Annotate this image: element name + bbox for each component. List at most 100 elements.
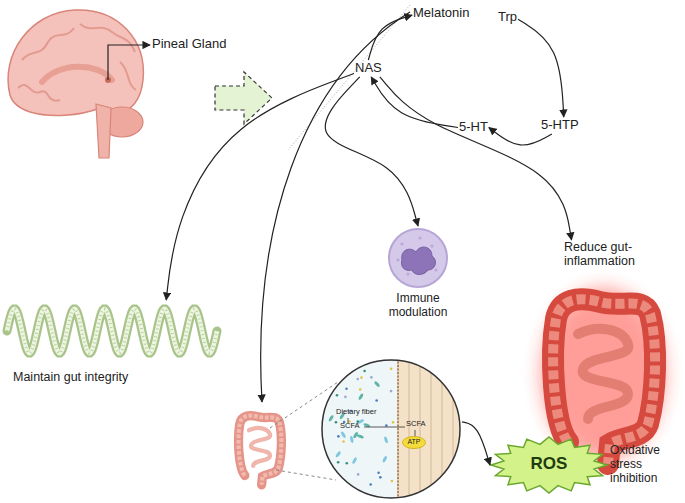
metabolite-dot bbox=[392, 421, 395, 424]
brainstem bbox=[96, 104, 111, 158]
bacterium bbox=[353, 431, 359, 439]
metabolite-dot bbox=[363, 370, 366, 373]
pathway-arrow bbox=[489, 127, 552, 145]
metabolite-dot bbox=[337, 461, 340, 464]
cell-membrane bbox=[389, 229, 447, 287]
metabolite-dot bbox=[385, 424, 388, 427]
metabolite-label: 5-HT bbox=[458, 119, 489, 136]
ros-burst-text: Oxidative stress inhibition bbox=[610, 444, 676, 485]
transport-line bbox=[415, 430, 416, 436]
structure-label: Pineal Gland bbox=[152, 37, 226, 52]
block-arrow bbox=[215, 72, 272, 124]
melatonin-arrow bbox=[261, 12, 410, 402]
bacterium bbox=[384, 436, 389, 444]
epithelial-cell-border bbox=[430, 358, 431, 500]
brain-gyrus bbox=[120, 62, 136, 90]
metabolite-dot bbox=[335, 421, 338, 424]
metabolite-dot bbox=[344, 396, 347, 399]
bacterium bbox=[350, 436, 354, 443]
cell-granule bbox=[400, 242, 403, 245]
epithelial-cell-border bbox=[452, 358, 453, 500]
epithelial-cell-border bbox=[397, 358, 398, 500]
scfa-inset-text: Dietary fiber bbox=[336, 408, 388, 417]
bacterium bbox=[328, 481, 335, 485]
epithelial-cell-border bbox=[408, 358, 409, 500]
cell-granule bbox=[396, 258, 399, 261]
pathway-arrow bbox=[325, 77, 418, 226]
metabolite-dot bbox=[391, 480, 394, 483]
bacterium bbox=[335, 451, 342, 458]
metabolite-label: Trp bbox=[497, 9, 518, 26]
cell-granule bbox=[434, 268, 437, 271]
small-intestine bbox=[249, 428, 270, 466]
brain-gyrus bbox=[22, 28, 74, 60]
metabolite-dot bbox=[377, 471, 380, 474]
immune-cell: Immune modulation bbox=[378, 226, 458, 326]
zoom-line bbox=[276, 470, 336, 480]
metabolite-dot bbox=[345, 387, 348, 390]
metabolite-dot bbox=[379, 476, 382, 479]
bacterium bbox=[330, 478, 337, 485]
villi-outline bbox=[7, 309, 217, 353]
metabolite-dot bbox=[359, 388, 362, 391]
metabolite-dot bbox=[370, 376, 373, 379]
inflamed-colon-shape bbox=[528, 240, 673, 468]
cell-nucleus bbox=[401, 247, 435, 274]
scfa-inset-text: SCFA bbox=[406, 420, 436, 429]
epithelial-cell-border bbox=[419, 358, 420, 500]
brain-gyrus bbox=[18, 85, 60, 101]
metabolite-dot bbox=[345, 462, 348, 465]
metabolite-dot bbox=[390, 390, 393, 393]
metabolite-label-text: 5-HT bbox=[458, 119, 489, 136]
ros-burst-text: ROS bbox=[490, 454, 608, 474]
metabolite-label-text: Trp bbox=[497, 9, 518, 26]
bacterium bbox=[382, 455, 388, 463]
colon-tube bbox=[239, 416, 282, 485]
colon-tube bbox=[553, 299, 655, 464]
cerebrum bbox=[8, 10, 143, 116]
brush-border bbox=[397, 358, 399, 500]
bacterium bbox=[374, 380, 381, 387]
metabolite-dot bbox=[390, 368, 393, 371]
inflamed-colon-text: Reduce gut- inflammation bbox=[564, 240, 656, 269]
cell-granule bbox=[430, 244, 433, 247]
villi-fill bbox=[7, 309, 217, 353]
cell-granule bbox=[406, 272, 409, 275]
pathway-arrow bbox=[518, 19, 564, 117]
metabolite-dot bbox=[357, 473, 360, 476]
inset-border bbox=[322, 360, 460, 498]
metabolite-dot bbox=[336, 394, 339, 397]
metabolite-dot bbox=[356, 378, 359, 381]
metabolite-dot bbox=[375, 399, 378, 402]
metabolite-label: 5-HTP bbox=[540, 117, 580, 134]
metabolite-dot bbox=[369, 483, 372, 486]
metabolite-label-text: NAS bbox=[354, 60, 383, 77]
dotted-guide-line bbox=[288, 5, 410, 150]
gut-integrity-panel: Maintain gut integrity bbox=[5, 300, 220, 395]
bacterium bbox=[358, 393, 364, 401]
bacterium bbox=[328, 415, 334, 423]
pathway-arrow bbox=[368, 15, 412, 60]
metabolite-dot bbox=[337, 435, 340, 438]
cell-granule bbox=[418, 236, 421, 239]
pathway-arrow bbox=[462, 422, 490, 465]
leader-line bbox=[108, 45, 150, 80]
gut-integrity-panel-text: Maintain gut integrity bbox=[13, 370, 218, 384]
metabolite-dot bbox=[344, 370, 347, 373]
epithelium bbox=[398, 358, 462, 500]
colon-group bbox=[541, 288, 665, 464]
atp-ellipse: ATP bbox=[402, 436, 426, 449]
corpus-callosum bbox=[42, 67, 112, 82]
scfa-inset-text: SCFA bbox=[340, 422, 370, 431]
colon-haustra bbox=[239, 416, 282, 485]
small-intestine bbox=[578, 329, 628, 419]
colon-haustra bbox=[553, 299, 655, 464]
starburst bbox=[491, 437, 607, 493]
pathway-arrow bbox=[371, 77, 458, 128]
bacterium bbox=[340, 431, 346, 439]
atp-ellipse-text: ATP bbox=[402, 438, 426, 446]
scfa-inset: Dietary fiberSCFA SCFA ATP bbox=[320, 358, 462, 500]
gut-lumen bbox=[320, 358, 398, 500]
